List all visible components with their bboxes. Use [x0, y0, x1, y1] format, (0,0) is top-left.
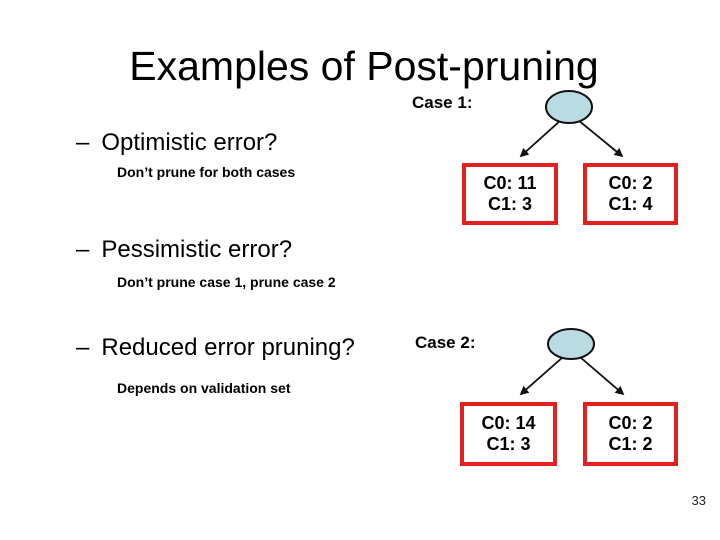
bullet-text: Pessimistic error?: [101, 236, 293, 263]
bullet-dash: –: [76, 129, 90, 156]
sub-bullet-pessimistic: Don’t prune case 1, prune case 2: [117, 274, 336, 290]
class-count-line: C1: 4: [608, 194, 653, 214]
case2-right-leaf-box: C0: 2 C1: 2: [583, 402, 678, 466]
page-number: 33: [691, 493, 706, 508]
class-count-line: C0: 14: [481, 413, 536, 433]
case2-root-node: [547, 328, 595, 360]
sub-bullet-reduced-error: Depends on validation set: [117, 380, 291, 396]
bullet-dash: –: [76, 334, 90, 361]
case2-right-edge: [579, 356, 625, 396]
bullet-pessimistic-error: –Pessimistic error?: [76, 236, 293, 263]
page-title: Examples of Post-pruning: [129, 43, 599, 89]
class-count-line: C1: 3: [487, 194, 532, 214]
class-count-line: C0: 11: [483, 173, 537, 193]
sub-bullet-optimistic: Don’t prune for both cases: [117, 164, 296, 180]
bullet-dash: –: [76, 236, 90, 263]
class-count-line: C1: 3: [486, 434, 531, 454]
case1-right-edge: [577, 119, 624, 158]
bullet-text: Optimistic error?: [101, 129, 278, 156]
class-count-line: C1: 2: [608, 434, 653, 454]
bullet-optimistic-error: –Optimistic error?: [76, 129, 278, 156]
case1-root-node: [545, 90, 593, 124]
class-count-line: C0: 2: [608, 413, 653, 433]
case2-left-leaf-box: C0: 14 C1: 3: [460, 402, 557, 466]
case1-left-edge: [519, 119, 562, 158]
case2-left-edge: [519, 356, 564, 396]
case1-right-leaf-box: C0: 2 C1: 4: [583, 163, 678, 225]
class-count-line: C0: 2: [608, 173, 653, 193]
case2-label: Case 2:: [415, 333, 476, 352]
case1-left-leaf-box: C0: 11 C1: 3: [462, 163, 558, 225]
bullet-text: Reduced error pruning?: [101, 334, 355, 361]
case1-label: Case 1:: [412, 93, 473, 112]
bullet-reduced-error-pruning: –Reduced error pruning?: [76, 334, 355, 361]
